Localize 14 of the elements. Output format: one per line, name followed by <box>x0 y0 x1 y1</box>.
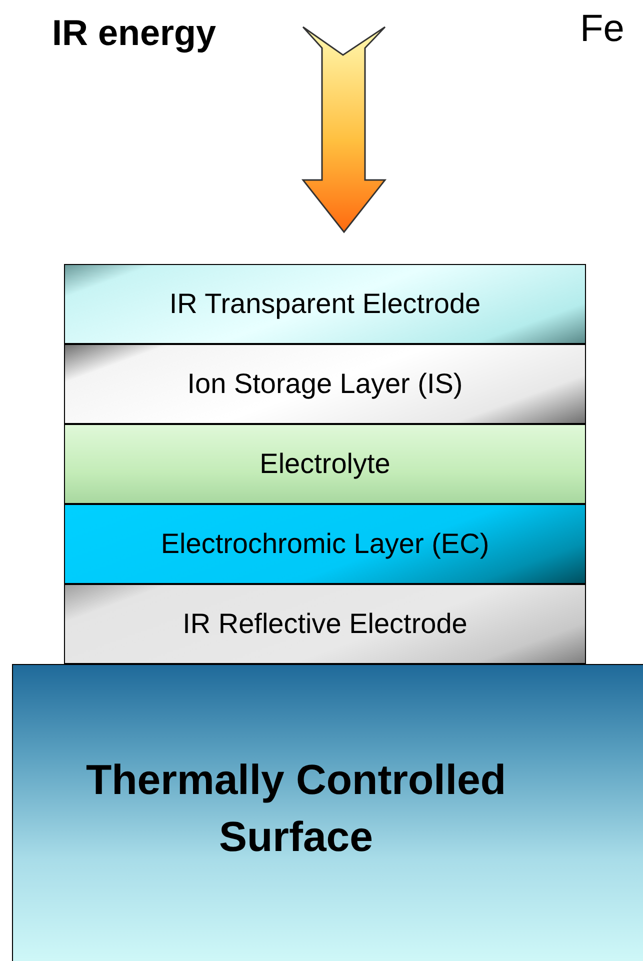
layer-band <box>64 504 586 584</box>
arrow-label: IR energy <box>52 12 216 54</box>
surface-label: Thermally Controlled Surface <box>84 755 508 862</box>
layer-band <box>64 584 586 664</box>
layer-band <box>64 264 586 344</box>
layer-label: Ion Storage Layer (IS) <box>187 367 463 402</box>
heading-text: Fe <box>580 8 624 51</box>
layer-label: Electrolyte <box>260 447 390 482</box>
layer-label: IR Transparent Electrode <box>169 287 481 322</box>
layer-band <box>64 424 586 504</box>
layer-label: IR Reflective Electrode <box>182 607 468 642</box>
surface-block <box>12 664 643 961</box>
layer-label: Electrochromic Layer (EC) <box>160 527 490 562</box>
layer-band <box>64 344 586 424</box>
